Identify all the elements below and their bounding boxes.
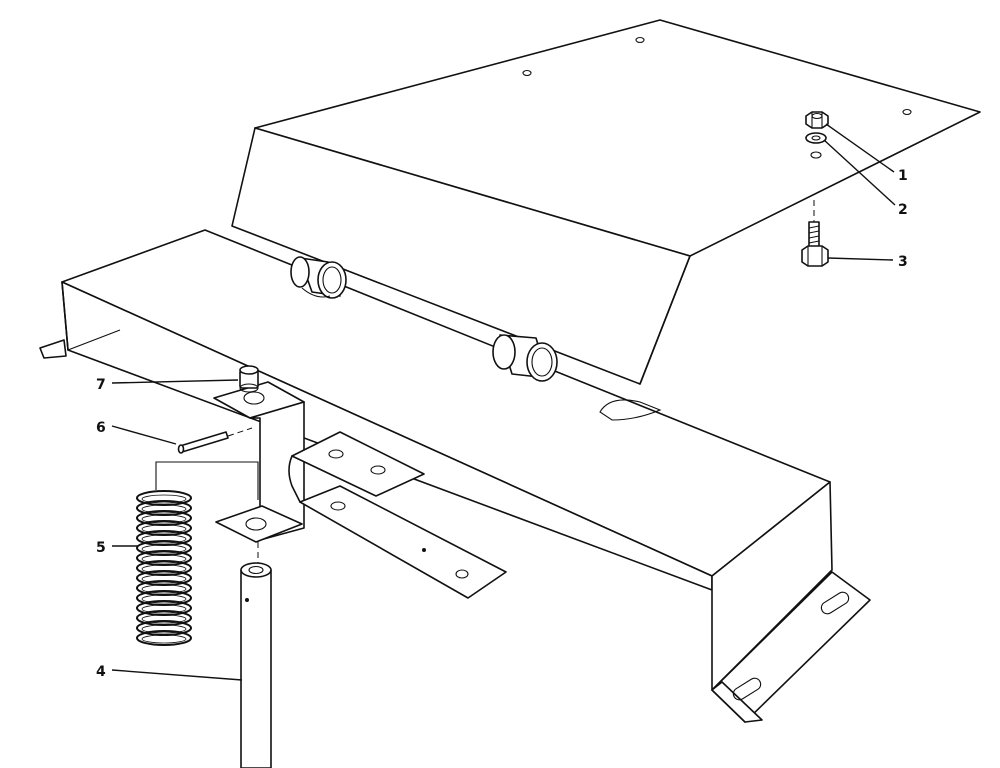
part-5-spring — [136, 461, 259, 646]
spring-coil-inner — [141, 544, 187, 554]
callout-6: 6 — [96, 420, 177, 445]
spring-coil-inner — [141, 624, 187, 634]
callout-3: 3 — [827, 254, 908, 270]
part-4-rod — [240, 542, 272, 768]
spring-coil-inner — [141, 604, 187, 614]
callout-label: 2 — [898, 202, 908, 218]
spring-coil-inner — [141, 534, 187, 544]
callout-label: 7 — [96, 377, 106, 393]
part-2-washer — [805, 132, 827, 159]
cover-hole — [902, 108, 912, 116]
spring-coil-inner — [141, 594, 187, 604]
spring-coil-inner — [141, 524, 187, 534]
callout-label: 4 — [96, 664, 106, 680]
cover-hole — [635, 36, 645, 44]
spring-coil-inner — [141, 494, 187, 504]
part-7-cap — [239, 365, 259, 393]
part-1-nut — [805, 111, 829, 129]
callout-4: 4 — [96, 664, 243, 681]
callout-label: 3 — [898, 254, 908, 270]
base-frame — [39, 229, 871, 723]
spring-coil-inner — [141, 574, 187, 584]
hinge-strap — [288, 431, 507, 599]
spring-coil-inner — [141, 634, 187, 644]
callout-1: 1 — [825, 123, 908, 184]
cover-plate — [231, 19, 981, 385]
part-3-bolt — [801, 200, 829, 267]
cover-hole — [522, 69, 532, 77]
callout-7: 7 — [96, 377, 239, 393]
spring-coil — [136, 630, 192, 646]
callout-2: 2 — [823, 139, 908, 218]
callout-label: 5 — [96, 540, 106, 556]
spring-bracket — [213, 381, 305, 543]
spring-coil-inner — [141, 564, 187, 574]
hinge-bushing-right — [492, 334, 558, 382]
spring-coil-inner — [141, 584, 187, 594]
callout-label: 1 — [898, 168, 908, 184]
spring-coil-inner — [141, 504, 187, 514]
spring-coil-inner — [141, 554, 187, 564]
callout-label: 6 — [96, 420, 106, 436]
hinge-bushing-left — [290, 256, 347, 299]
callout-5: 5 — [96, 540, 138, 556]
spring-coil-inner — [141, 514, 187, 524]
part-6-pin — [177, 427, 253, 454]
spring-coil-inner — [141, 614, 187, 624]
